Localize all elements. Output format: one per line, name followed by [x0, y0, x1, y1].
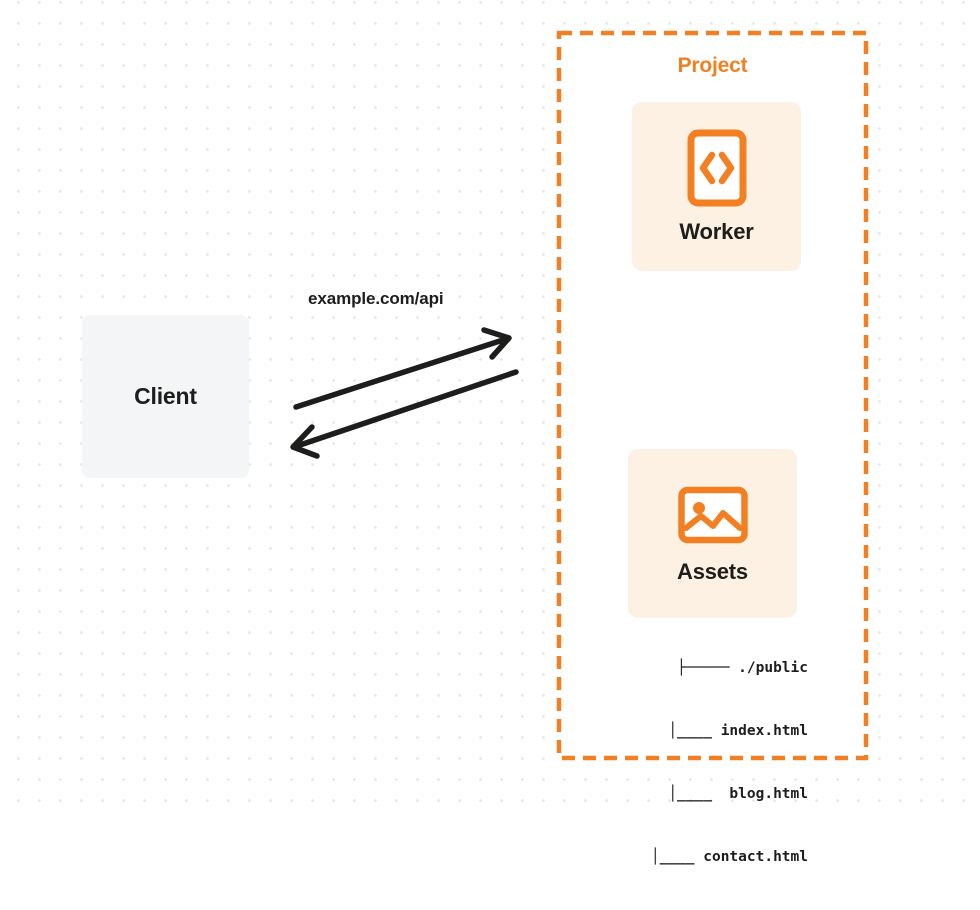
file-tree-row: │____ index.html [668, 723, 808, 739]
edge-label-example-api: example.com/api [308, 289, 444, 308]
service-card-worker[interactable]: Worker [632, 102, 801, 271]
project-dashed-border [556, 30, 869, 761]
service-card-worker-label: Worker [679, 218, 754, 244]
project-group-title: Project [671, 54, 754, 78]
request-arrow [293, 327, 512, 410]
diagram-canvas: Client example.com/api Project Worker [0, 0, 980, 865]
code-brackets-icon [687, 129, 746, 206]
file-tree-row: │____ blog.html [668, 786, 808, 802]
client-node-label: Client [134, 383, 197, 409]
service-card-assets[interactable]: Assets [628, 449, 797, 618]
image-icon [677, 486, 748, 543]
file-tree-row: │____ contact.html [650, 849, 808, 865]
response-arrow [290, 369, 519, 459]
assets-file-tree: ├───── ./public │____ index.html │____ b… [569, 616, 814, 910]
client-node[interactable]: Client [82, 315, 249, 478]
service-card-assets-label: Assets [677, 558, 748, 584]
project-group: Project Worker Assets ├───── ./public │_… [556, 30, 869, 865]
file-tree-row: ├───── ./public [677, 660, 808, 676]
